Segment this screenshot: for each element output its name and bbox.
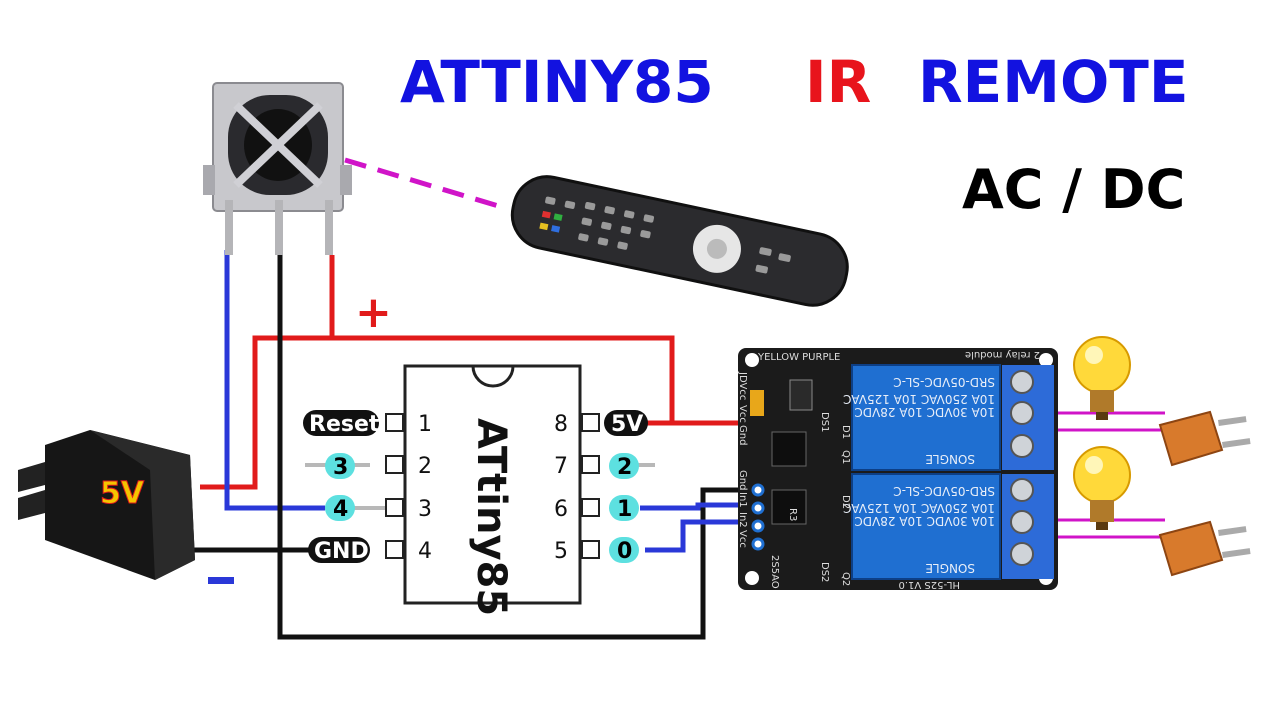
component-r3: R3 <box>787 508 798 521</box>
subtitle: AC / DC <box>962 158 1185 221</box>
pin-number: 6 <box>554 497 568 522</box>
relay-label: SRD-05VDC-SL-C <box>893 484 995 498</box>
top-pin-vcc: Vcc <box>737 405 748 423</box>
charger-5v-label: 5V <box>100 476 145 511</box>
usb-charger-icon: 5V <box>18 430 195 580</box>
attiny85-chip: ATtiny85 1 2 3 4 8 7 6 5 <box>385 364 600 616</box>
relay-1: SRD-05VDC-SL-C 10A 250VAC 10A 125VAC 10A… <box>843 364 1001 471</box>
relay-model: HL-52S V1.0 <box>898 579 960 590</box>
pin-box-2 <box>385 455 404 474</box>
pin-label-1: 1 <box>617 497 632 522</box>
pin-number: 7 <box>554 454 568 479</box>
ir-receiver-icon <box>203 82 352 255</box>
top-pin-jdvcc: JDVcc <box>737 371 748 400</box>
relay-input-header: Gnd In1 In2 Vcc <box>737 470 765 551</box>
pin-box-7 <box>581 455 600 474</box>
relay-rating: 10A 250VAC 10A 125VAC <box>843 392 995 406</box>
power-plug-icon <box>1158 410 1251 467</box>
component-2s5ao: 2S5AO <box>769 555 780 589</box>
terminal-block-1 <box>1002 365 1054 470</box>
relay-module: 2 relay module YELLOW PURPLE SRD-05VDC-S… <box>737 348 1058 590</box>
component-ds2: DS2 <box>819 562 830 582</box>
light-bulb-icon <box>1073 446 1131 530</box>
pin-number: 8 <box>554 412 568 437</box>
pin-box-4 <box>385 540 404 559</box>
pin-label-gnd: GND <box>314 539 369 564</box>
relay-rating: 10A 30VDC 10A 28VDC <box>854 405 995 419</box>
title-word-ir: IR <box>805 48 871 116</box>
pin-number: 2 <box>418 454 432 479</box>
component-d1: D1 <box>840 425 851 439</box>
pin-label-0: 0 <box>617 539 632 564</box>
pin-label-reset: Reset <box>309 412 380 437</box>
pin-box-5 <box>581 540 600 559</box>
pin-number: 4 <box>418 539 432 564</box>
wire-black-ground <box>277 250 745 640</box>
light-bulb-icon <box>1073 336 1131 420</box>
relay-rating: 10A 30VDC 10A 28VDC <box>854 514 995 528</box>
input-pin-in1: In1 <box>737 492 748 508</box>
title-word-remote: REMOTE <box>918 48 1189 116</box>
wire-blue-ir-signal <box>224 250 325 511</box>
pin-box-1 <box>385 413 404 432</box>
relay-label: SRD-05VDC-SL-C <box>893 375 995 389</box>
relay-brand: SONGLE <box>925 561 975 575</box>
title-word-attiny: ATTINY85 <box>400 48 714 116</box>
component-q2: Q2 <box>840 572 851 586</box>
pin-label-2: 2 <box>617 455 632 480</box>
ir-beam <box>344 157 506 211</box>
wire-blue-pin5 <box>645 519 748 553</box>
minus-label <box>208 577 234 584</box>
plus-label: + <box>355 287 392 338</box>
title: ATTINY85 IR REMOTE AC / DC <box>400 48 1189 221</box>
pin-number: 1 <box>418 412 432 437</box>
pin-box-8 <box>581 413 600 432</box>
pin-box-3 <box>385 498 404 517</box>
component-d2: D2 <box>840 495 851 509</box>
pin-label-3: 3 <box>333 455 348 480</box>
component-ds1: DS1 <box>819 412 830 432</box>
top-pin-gnd: Gnd <box>737 425 748 445</box>
pin-number: 3 <box>418 497 432 522</box>
input-pin-in2: In2 <box>737 512 748 528</box>
pin-labels: Reset 3 4 GND 5V 2 1 0 <box>303 410 648 564</box>
component-q1: Q1 <box>840 450 851 464</box>
pin-label-4: 4 <box>333 497 348 522</box>
tv-remote-icon <box>510 175 849 307</box>
wire-blue-pin6 <box>640 502 748 511</box>
pin-label-5v: 5V <box>611 412 643 437</box>
input-pin-gnd: Gnd <box>737 470 748 490</box>
relay-header-left: YELLOW PURPLE <box>757 352 840 363</box>
relay-rating: 10A 250VAC 10A 125VAC <box>843 501 995 515</box>
relay-header: 2 relay module <box>965 349 1040 360</box>
chip-name: ATtiny85 <box>468 418 514 616</box>
power-plug-icon <box>1158 520 1251 577</box>
terminal-block-2 <box>1002 474 1054 579</box>
input-pin-vcc: Vcc <box>737 530 748 548</box>
pin-number: 5 <box>554 539 568 564</box>
relay-brand: SONGLE <box>925 452 975 466</box>
relay-2: SRD-05VDC-SL-C 10A 250VAC 10A 125VAC 10A… <box>843 473 1001 580</box>
pin-box-6 <box>581 498 600 517</box>
